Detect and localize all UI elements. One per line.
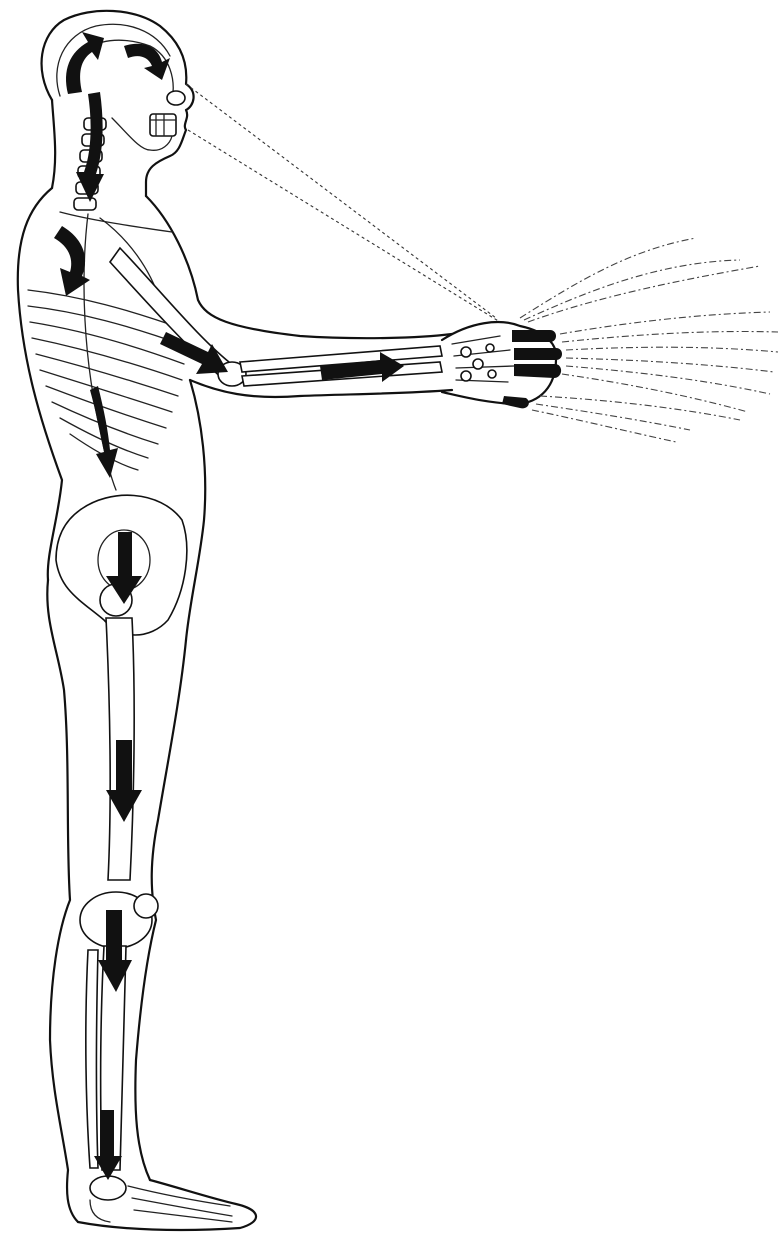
skeleton [28, 40, 556, 1222]
finger-arrow-3 [514, 364, 561, 378]
finger-arrow-4 [502, 396, 529, 408]
shoulder-outline [146, 196, 452, 338]
clavicle [60, 212, 172, 232]
sight-lines [186, 84, 500, 322]
front-torso [186, 380, 205, 640]
neck-back [52, 100, 55, 188]
finger-arrow-1 [512, 330, 556, 342]
back-leg-outline [47, 580, 78, 1222]
back-outline [18, 188, 62, 580]
head-arrow-left [66, 32, 104, 94]
head-arrow-right [124, 44, 170, 80]
torso-arrow [90, 386, 118, 478]
finger-arrow-2 [514, 348, 562, 360]
energy-rays [520, 238, 778, 442]
